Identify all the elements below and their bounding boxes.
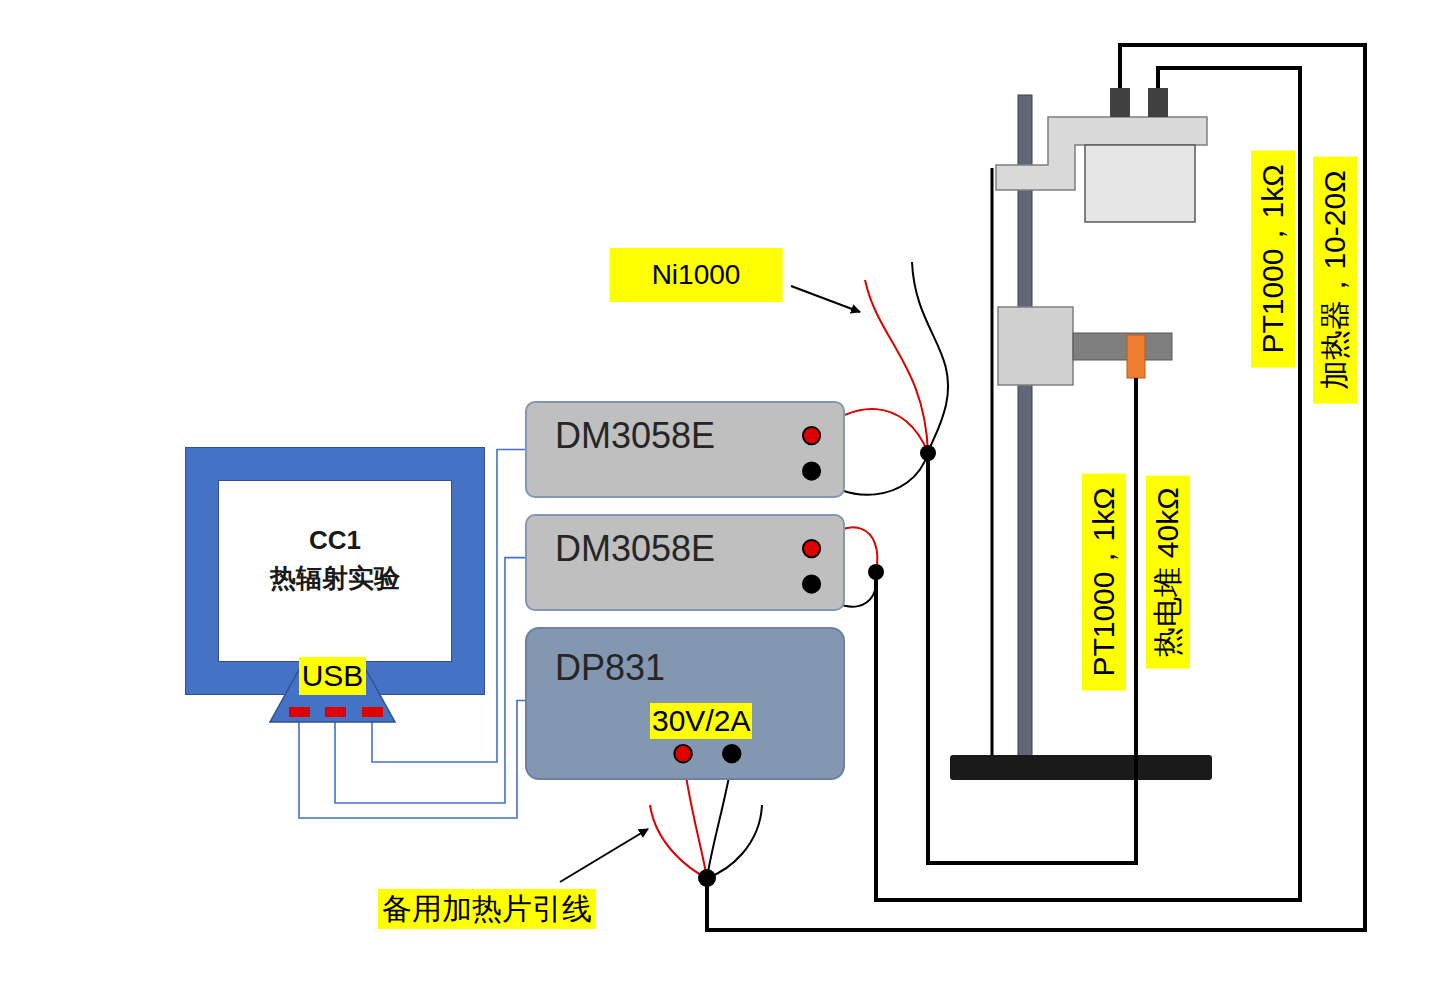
heater-label: 加热器，10-20Ω [1313,156,1357,403]
monitor-screen: CC1热辐射实验 [218,480,452,662]
thermopile-label: 热电堆 40kΩ [1146,475,1190,668]
usb-hub: USB [270,655,395,722]
terminal [803,427,820,444]
screen-title: 热辐射实验 [270,559,400,597]
heater-terminal [1110,88,1130,117]
output-rating: 30V/2A [650,703,752,739]
power-supply: DP831 30V/2A [525,627,845,780]
sensor-cable [928,378,1136,863]
junction-dot [698,869,716,887]
ni1000-lead [865,280,928,453]
sensor-clamp [998,307,1073,385]
usb-port [325,707,346,717]
spare-heater-lead [707,805,762,878]
sensor-arm [1073,333,1172,360]
pt1000-cable [876,68,1300,900]
sensor-label: Ni1000 [610,248,783,302]
instrument-name: DM3058E [555,528,715,570]
usb-label: USB [299,657,367,695]
terminal [803,575,820,592]
usb-port [362,707,383,717]
heater-terminal [1148,88,1168,117]
stand-wire [991,168,994,755]
stand-rod [1018,95,1032,757]
spare-heater-lead [650,805,707,878]
heater-block [1085,145,1195,222]
terminal [803,462,820,479]
terminal [803,540,820,557]
instrument-name: DM3058E [555,415,715,457]
terminal [723,745,741,763]
sensor-label: PT1000，1kΩ [1251,150,1295,367]
junction-dot [920,445,936,461]
leader-line [791,286,860,312]
ni1000-lead [912,262,948,453]
junction-dot [868,564,884,580]
screen-title: CC1 [309,521,361,559]
terminal [674,745,692,763]
leader-line [560,829,648,882]
multimeter: DM3058E [525,514,845,611]
usb-port [289,707,310,717]
thermopile-sensor [1127,335,1145,378]
stand-base [950,755,1212,780]
lead-label: 备用加热片引线 [378,889,596,929]
sensor-label: PT1000，1kΩ [1082,473,1126,690]
multimeter: DM3058E [525,401,845,498]
instrument-name: DP831 [555,647,665,689]
